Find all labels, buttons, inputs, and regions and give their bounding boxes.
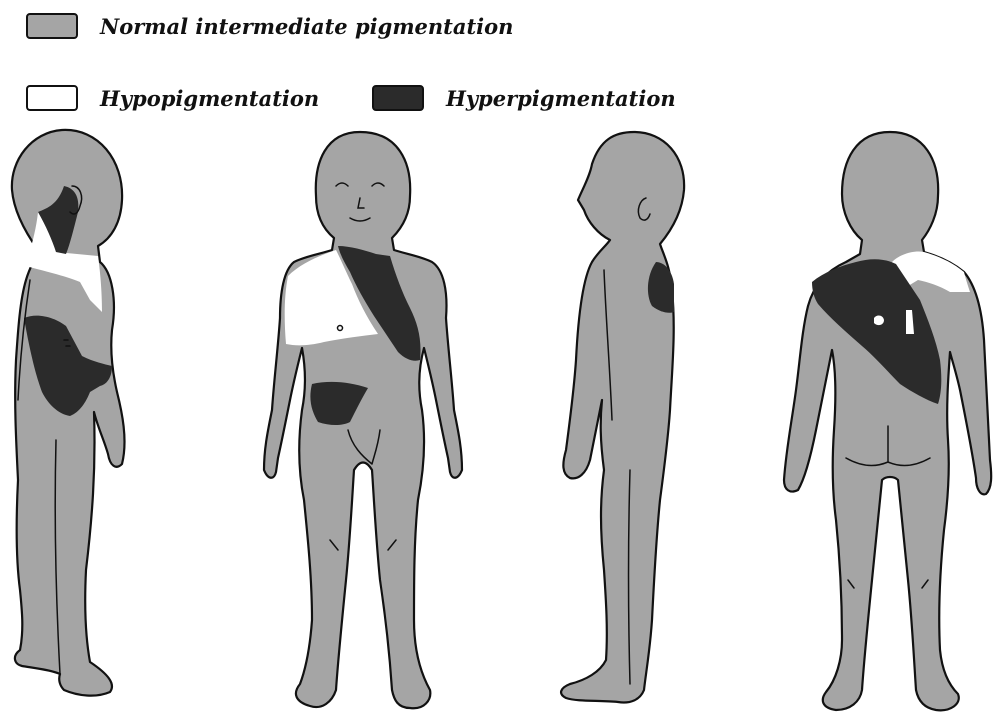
figure-left-side-silhouette [561,132,684,703]
figure-right-side [12,130,125,696]
figure-left-side-hyper-shoulder [648,262,674,313]
figure-back [784,132,991,710]
figure-back-silhouette [784,132,991,710]
figure-front-silhouette [264,132,462,708]
figure-left-side [561,132,684,703]
figure-front [264,132,462,708]
